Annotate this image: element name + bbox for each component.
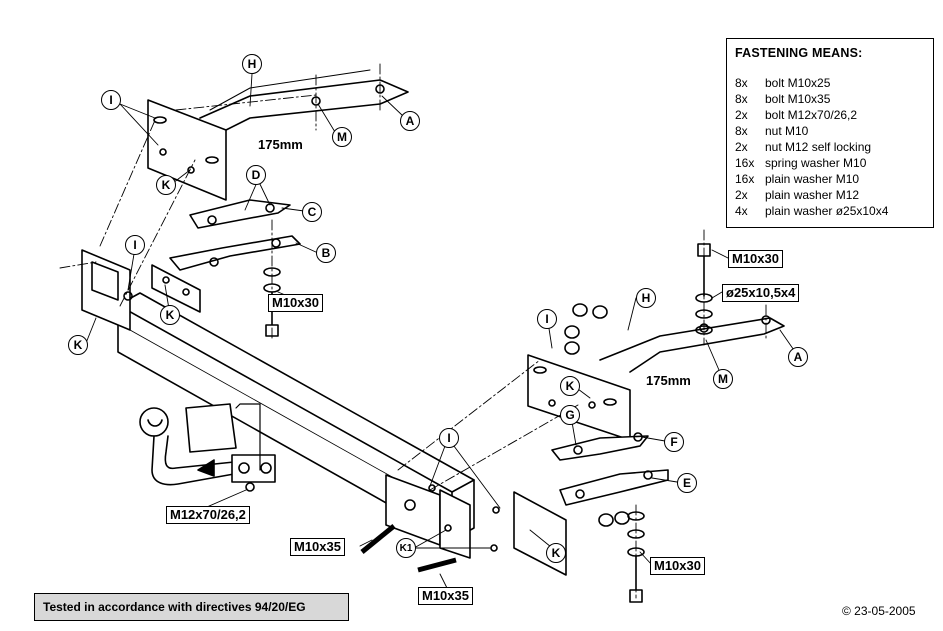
callout-b: B (316, 243, 336, 263)
fastening-item: 16x plain washer M10 (735, 171, 925, 187)
m10x35-label-bottom: M10x35 (418, 587, 473, 605)
fastening-item: 8x bolt M10x35 (735, 91, 925, 107)
callout-k-right-top: K (560, 376, 580, 396)
callout-h-left: H (242, 54, 262, 74)
callout-d: D (246, 165, 266, 185)
right-clamp-plates (551, 432, 669, 506)
fastening-qty: 8x (735, 76, 748, 90)
callout-k-left-bottom: K (68, 335, 88, 355)
callout-i-left-top: I (101, 90, 121, 110)
fastening-qty: 2x (735, 140, 748, 154)
fastening-desc: plain washer M12 (765, 188, 860, 202)
callout-k-left-mid: K (160, 305, 180, 325)
callout-a-right: A (788, 347, 808, 367)
callout-m-right: M (713, 369, 733, 389)
fastening-qty: 8x (735, 92, 748, 106)
fastening-item: 8x bolt M10x25 (735, 75, 925, 91)
washer-row-right (564, 303, 630, 527)
fastening-item: 2x bolt M12x70/26,2 (735, 107, 925, 123)
fastening-desc: bolt M10x25 (765, 76, 831, 90)
fastening-qty: 4x (735, 204, 748, 218)
m10x35-bolts (360, 524, 457, 573)
callout-k1: K1 (396, 538, 416, 558)
callout-g: G (560, 405, 580, 425)
dimension-175-left: 175mm (258, 137, 303, 152)
dimension-175-right: 175mm (646, 373, 691, 388)
fastening-desc: spring washer M10 (765, 156, 867, 170)
callout-i-right-mid: I (439, 428, 459, 448)
m10x30-label-left: M10x30 (268, 294, 323, 312)
fastening-qty: 8x (735, 124, 748, 138)
fastening-desc: bolt M10x35 (765, 92, 831, 106)
fastening-item: 8x nut M10 (735, 123, 925, 139)
tow-ball-neck (139, 403, 276, 492)
fastening-desc: plain washer M10 (765, 172, 860, 186)
callout-k-right-bottom: K (546, 543, 566, 563)
callout-a-left: A (400, 111, 420, 131)
copyright-date: © 23-05-2005 (842, 604, 916, 618)
callout-i-right-top: I (537, 309, 557, 329)
fastening-means-box: FASTENING MEANS: 8x bolt M10x25 8x bolt M1… (726, 38, 934, 228)
washer-25-label: ø25x10,5x4 (722, 284, 800, 302)
assembly-lines (59, 63, 767, 599)
m10x30-label-right-top: M10x30 (728, 250, 783, 268)
fastening-qty: 2x (735, 188, 748, 202)
right-side-plate (385, 474, 567, 576)
fastening-item: 2x nut M12 self locking (735, 139, 925, 155)
fastening-desc: nut M10 (765, 124, 809, 138)
directive-note: Tested in accordance with directives 94/… (34, 593, 349, 621)
callout-m-left: M (332, 127, 352, 147)
fastening-item: 4x plain washer ø25x10x4 (735, 203, 925, 219)
callout-f: F (664, 432, 684, 452)
callout-k-left-top: K (156, 175, 176, 195)
left-side-plate (81, 249, 133, 331)
callout-h-right: H (636, 288, 656, 308)
fastening-desc: plain washer ø25x10x4 (765, 204, 889, 218)
fastening-desc: nut M12 self locking (765, 140, 872, 154)
fastening-item: 2x plain washer M12 (735, 187, 925, 203)
fastening-qty: 16x (735, 172, 755, 186)
callout-e: E (677, 473, 697, 493)
fastening-desc: bolt M12x70/26,2 (765, 108, 858, 122)
callout-c: C (302, 202, 322, 222)
fastening-qty: 16x (735, 156, 755, 170)
m10x30-label-right-bottom: M10x30 (650, 557, 705, 575)
m12x70-label: M12x70/26,2 (166, 506, 250, 524)
fastening-item: 16x spring washer M10 (735, 155, 925, 171)
callout-i-left-mid: I (125, 235, 145, 255)
left-clamp-plates (151, 199, 301, 313)
fastening-title: FASTENING MEANS: (735, 46, 863, 60)
fastening-qty: 2x (735, 108, 748, 122)
m10x35-label-left: M10x35 (290, 538, 345, 556)
left-upper-bracket (147, 69, 409, 201)
